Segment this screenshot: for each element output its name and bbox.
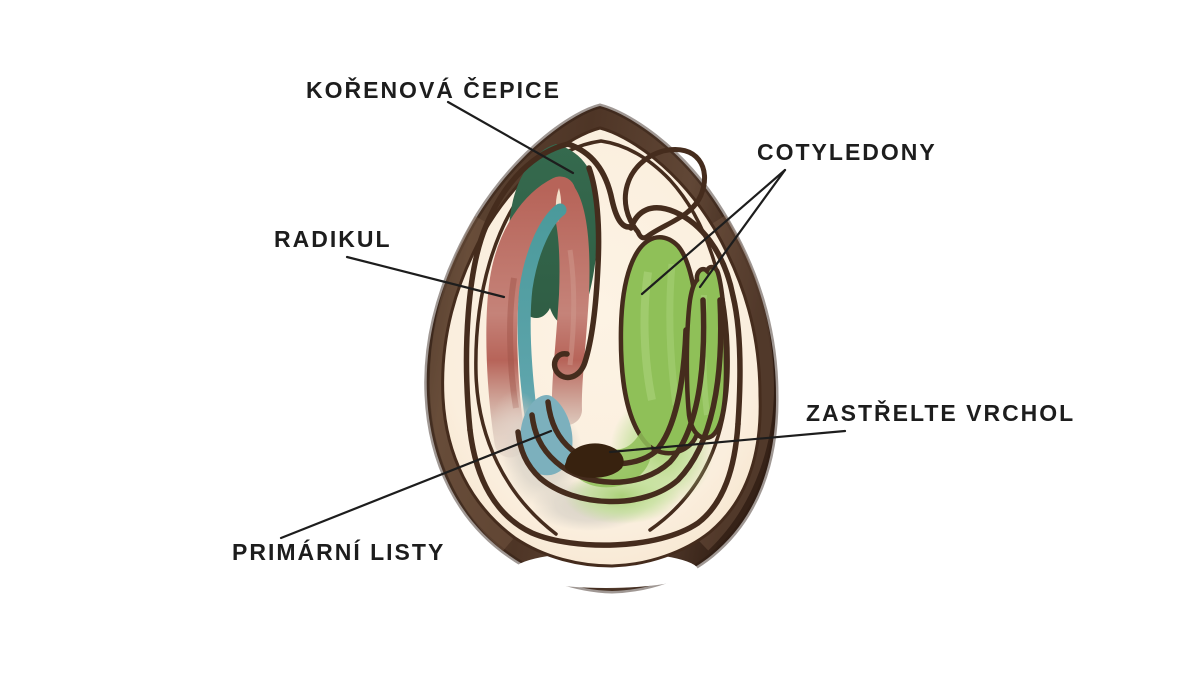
leader-primary-leaves: [279, 429, 553, 540]
sac-wall-bottom: [467, 421, 741, 548]
label-cotyledons: COTYLEDONY: [757, 139, 937, 165]
label-shoot-apex: ZASTŘELTE VRCHOL: [806, 400, 1076, 426]
label-root-cap: KOŘENOVÁ ČEPICE: [306, 77, 561, 103]
label-primary-leaves: PRIMÁRNÍ LISTY: [232, 539, 446, 565]
leader-radicle: [345, 255, 506, 299]
spiral-arc-middle: [529, 297, 707, 485]
sac-wall-left: [463, 141, 571, 433]
spiral-arc-inner: [545, 327, 689, 467]
saddle-line: [565, 141, 636, 230]
teardrop-loop: [622, 147, 708, 241]
spiral-arc-outer: [515, 297, 724, 505]
seed-body: [424, 103, 779, 594]
label-radicle: RADIKUL: [274, 226, 392, 252]
lobe-hook-line: [551, 165, 602, 381]
radicle-texture-light: [567, 249, 577, 366]
cotyledon-texture-2: [666, 263, 680, 406]
seed-coat-inner-rim: [424, 103, 779, 594]
leader-lines: [279, 100, 847, 540]
leader-cotyledon-large: [640, 168, 787, 296]
cotyledon-texture-1: [640, 271, 656, 401]
leader-cotyledon-small: [698, 168, 787, 289]
seed-coat-highlight-left: [429, 216, 514, 552]
leader-shoot-apex: [608, 429, 847, 454]
leader-root-cap: [446, 100, 575, 175]
embryo-outlines: [463, 141, 743, 548]
